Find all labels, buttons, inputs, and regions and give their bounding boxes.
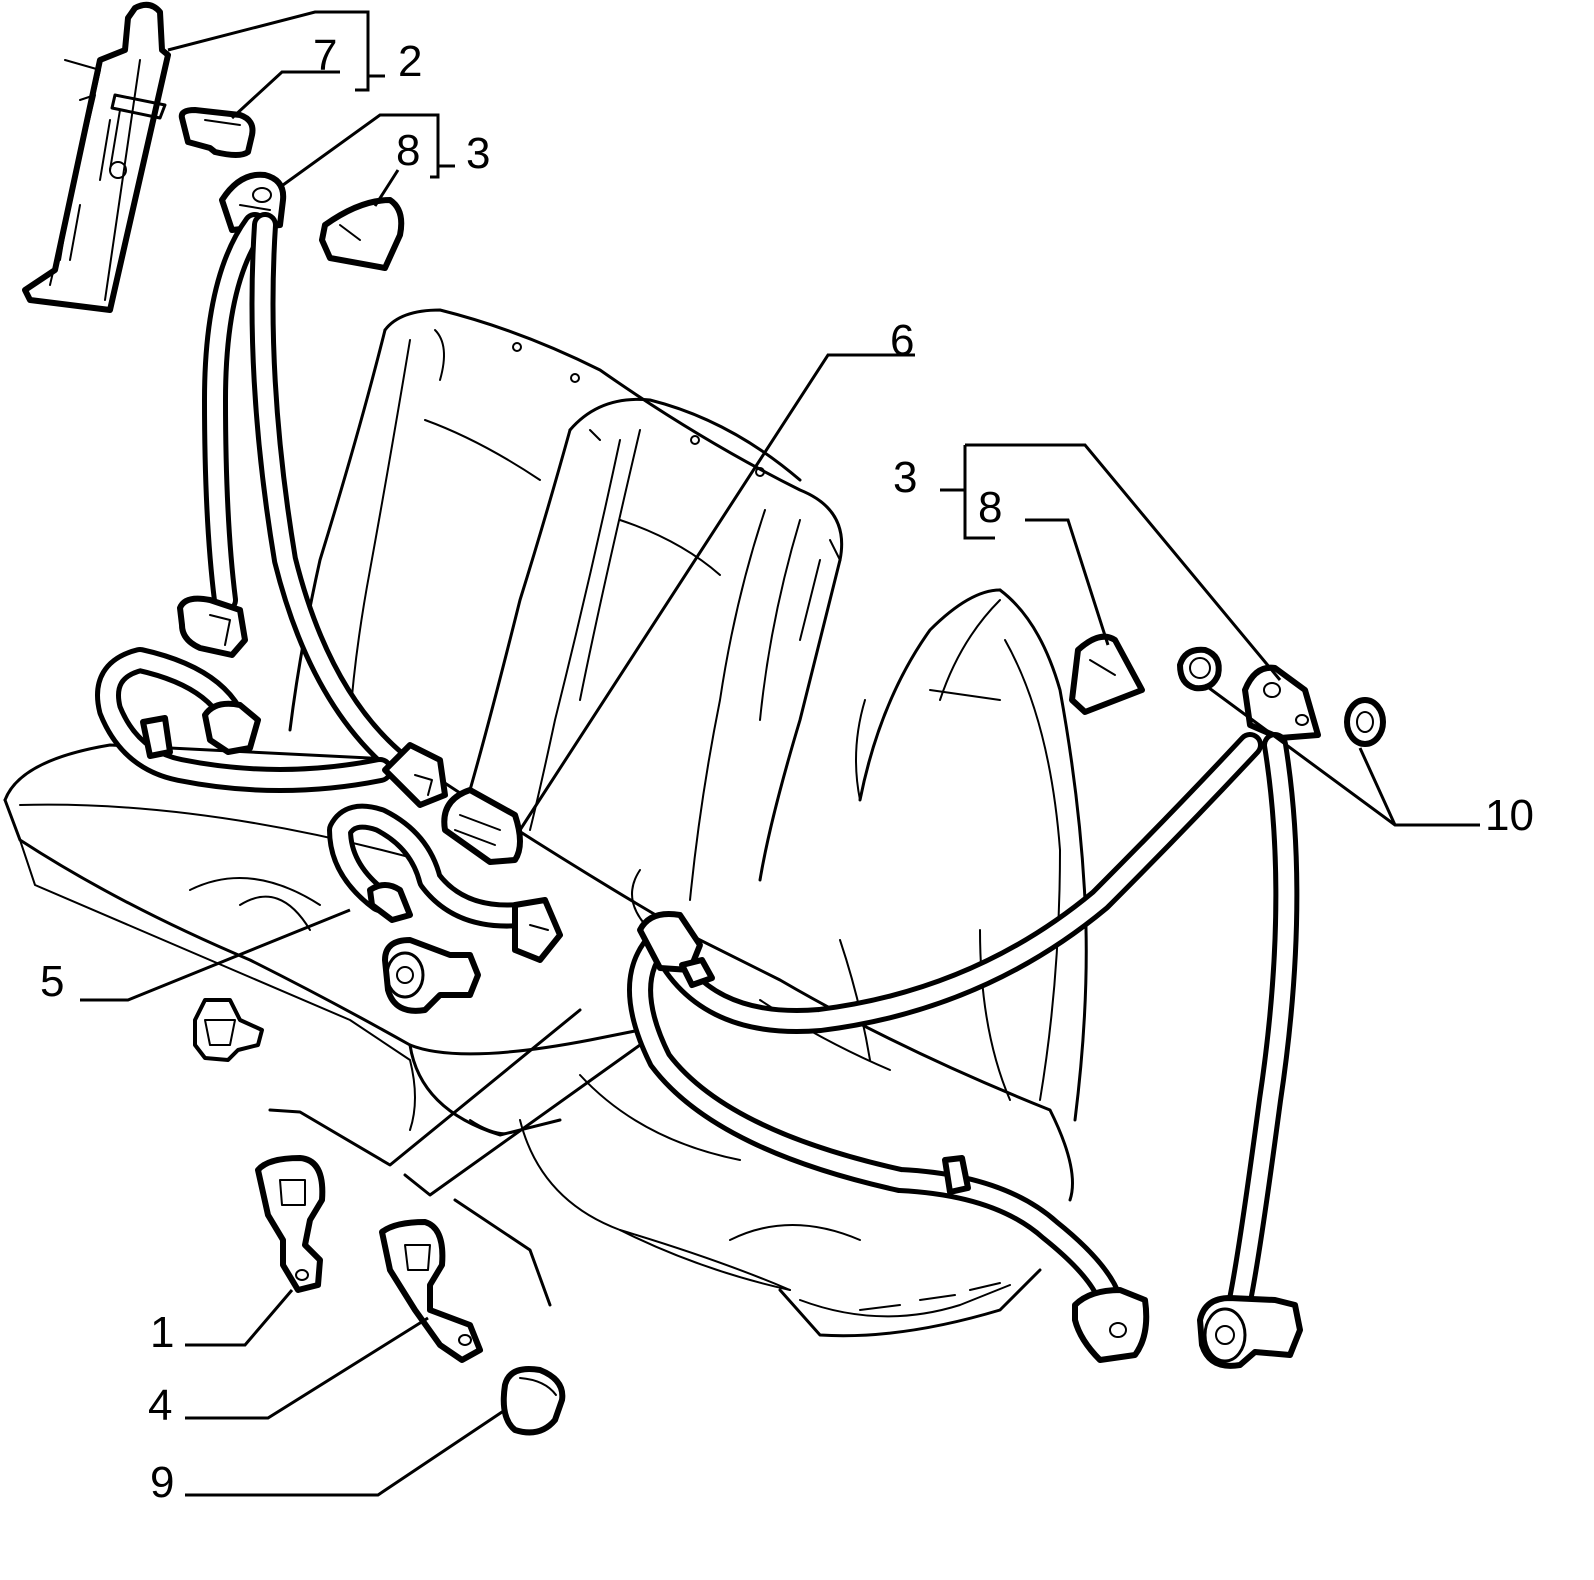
spacer-washers (1177, 646, 1386, 747)
callout-5: 5 (40, 957, 64, 1006)
callout-4: 4 (148, 1381, 172, 1430)
callout-3-top: 3 (466, 129, 490, 178)
seat-belt-right (627, 664, 1321, 1369)
callout-2: 2 (398, 37, 422, 86)
anchor-trim-cover-top (319, 197, 405, 271)
buckle-item-1 (255, 1155, 326, 1293)
callout-1: 1 (150, 1308, 174, 1357)
seat-belt-left (95, 171, 523, 865)
cap-item-9 (500, 1366, 566, 1436)
anchor-trim-cover-right (1069, 633, 1145, 715)
callout-8-right: 8 (978, 483, 1002, 532)
callout-7: 7 (313, 31, 337, 80)
callout-9: 9 (150, 1458, 174, 1507)
retractor-cover-cap (178, 107, 256, 158)
callout-10: 10 (1485, 791, 1534, 840)
callout-labels: 2 7 8 3 6 3 8 10 5 1 4 9 (40, 31, 1534, 1507)
buckle-item-4 (379, 1219, 483, 1363)
callout-8-top: 8 (396, 126, 420, 175)
leader-lines (80, 10, 1480, 1497)
center-lap-belt (327, 803, 563, 1014)
callout-6: 6 (890, 316, 914, 365)
rear-seat-bench (3, 308, 1088, 1338)
floor-divider-lines (268, 1008, 642, 1307)
callout-3-right: 3 (893, 453, 917, 502)
retractor-bracket (22, 1, 171, 313)
